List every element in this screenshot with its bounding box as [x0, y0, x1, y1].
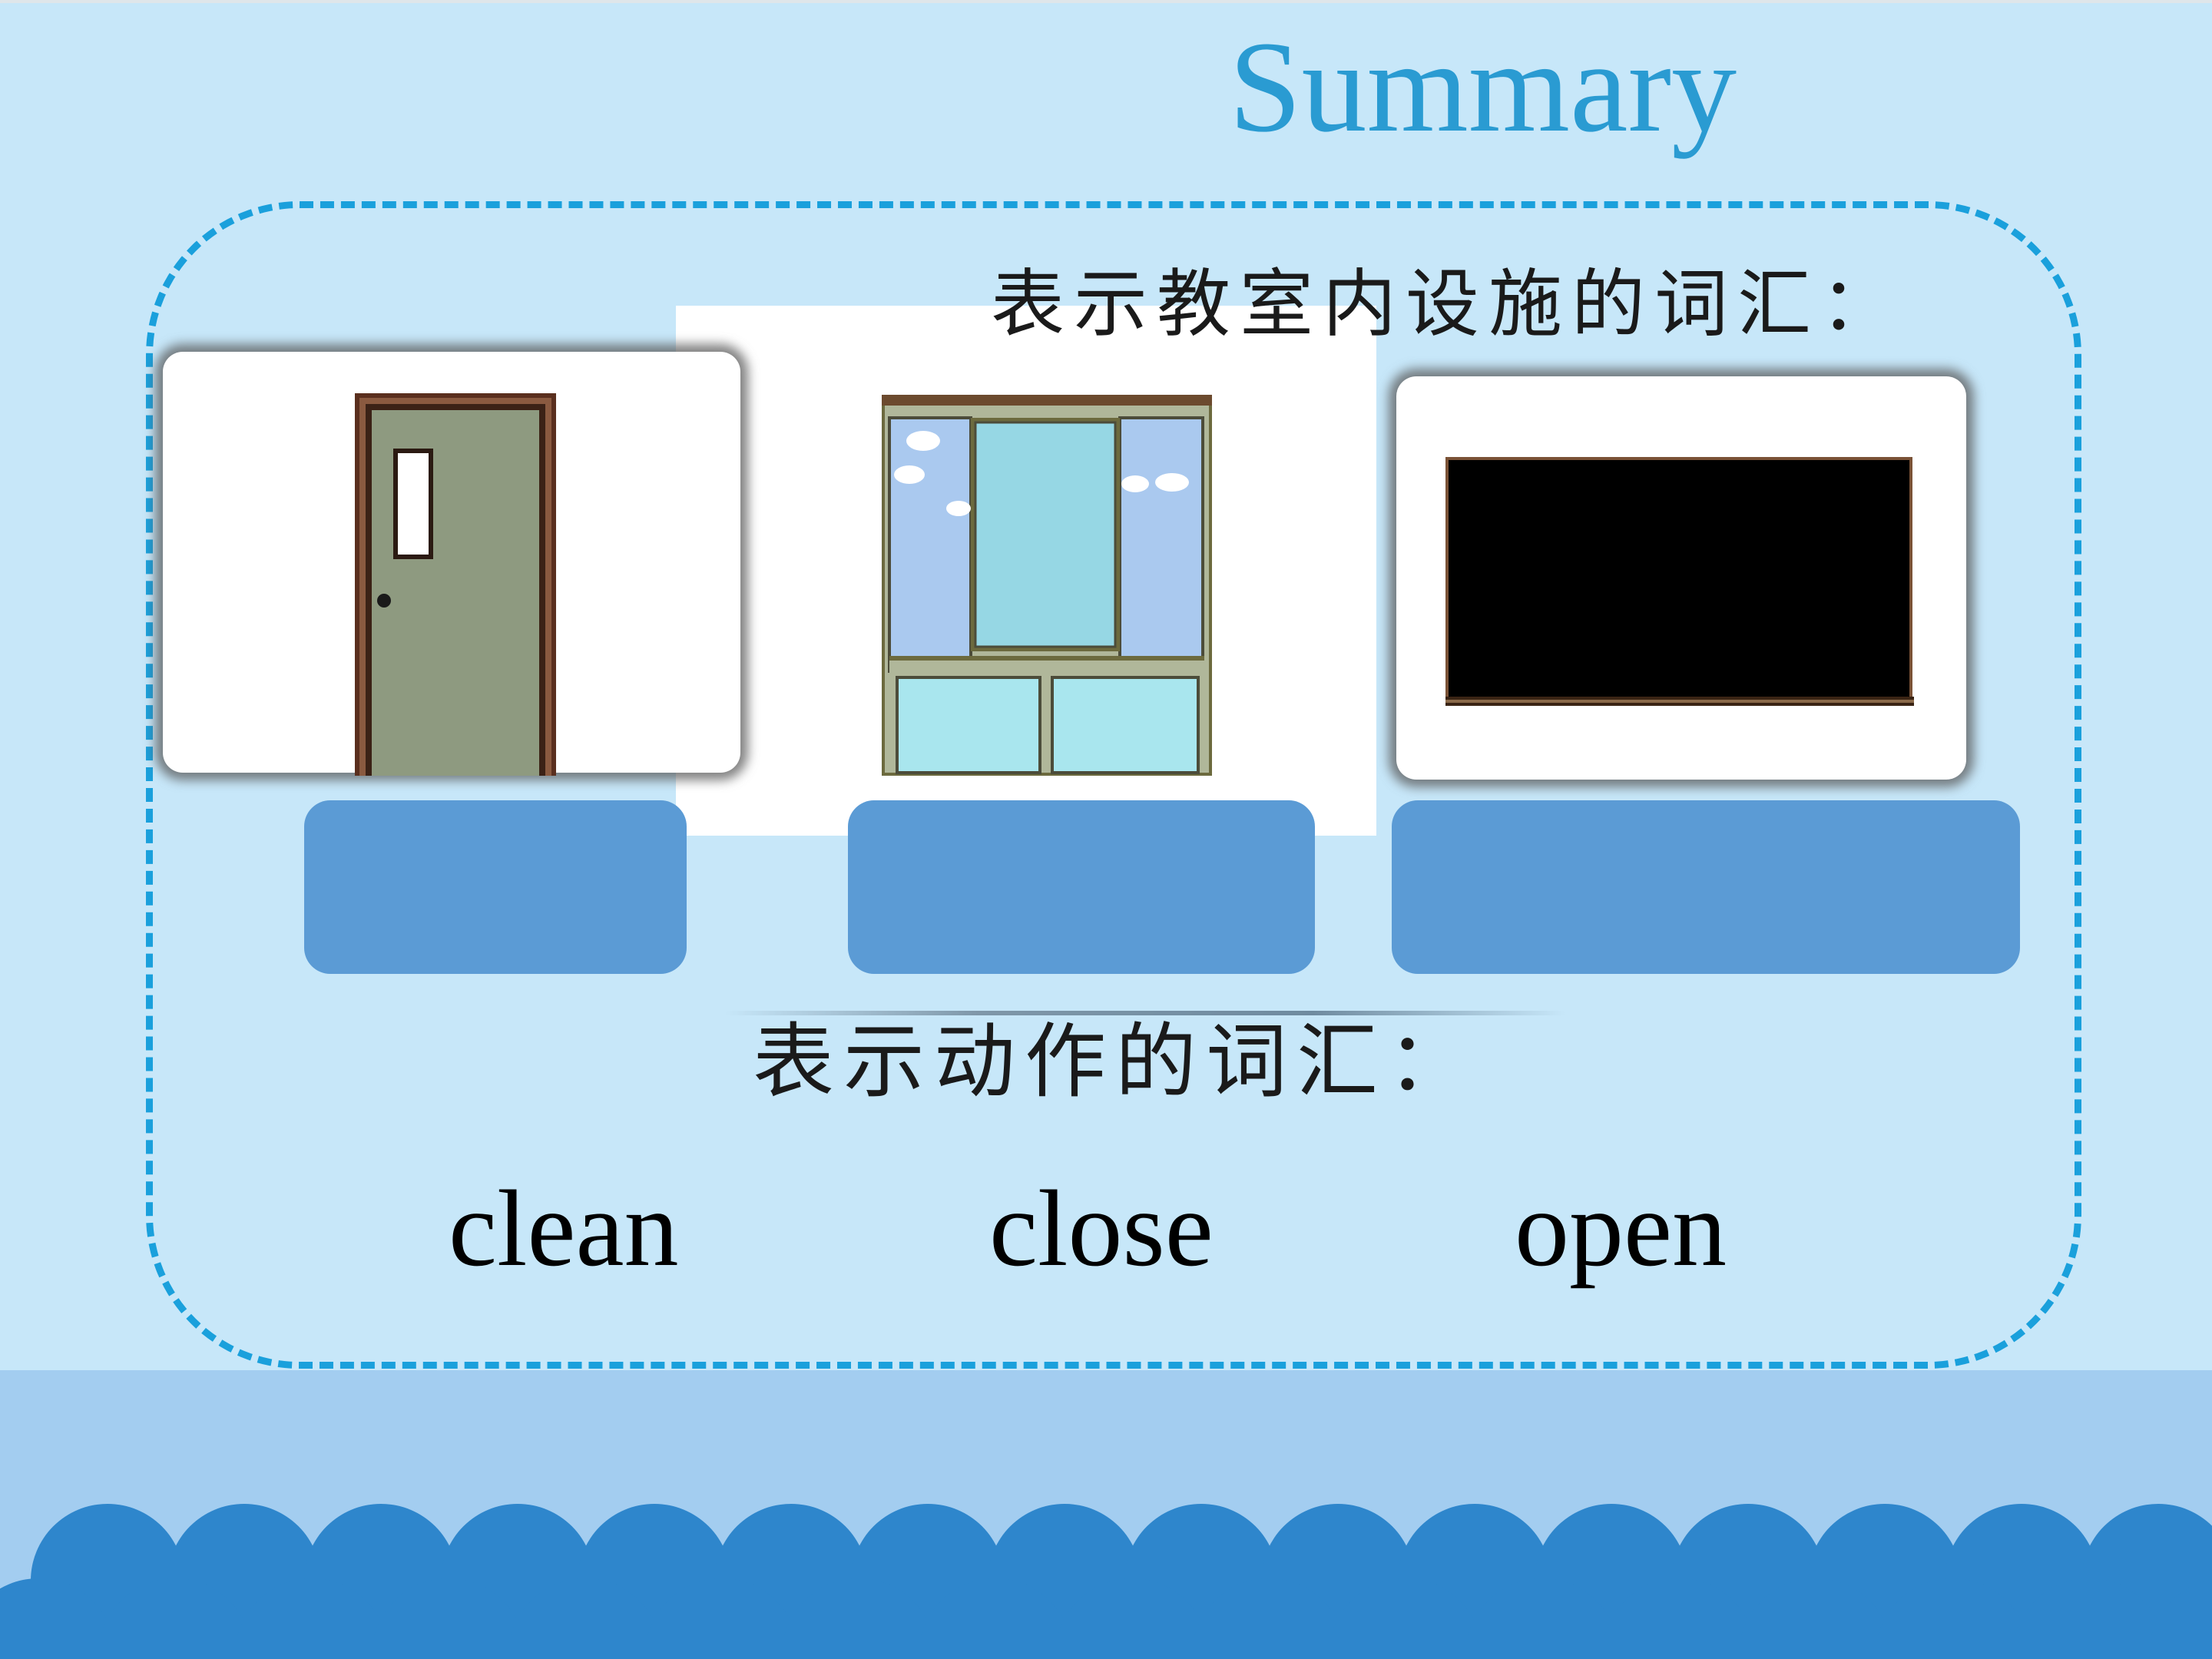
- facilities-heading: 表示教室内设施的词汇：: [991, 261, 1903, 347]
- top-edge-line: [0, 0, 2212, 3]
- scale-circle: [645, 1578, 799, 1659]
- answer-box-window: [848, 800, 1315, 974]
- slide-title: Summary: [1229, 15, 1737, 159]
- blackboard-icon: [1445, 457, 1914, 706]
- dashed-content-frame: [146, 201, 2081, 1369]
- scale-circle: [1602, 1578, 1756, 1659]
- scale-circle: [782, 1578, 935, 1659]
- answer-box-blackboard: [1392, 800, 2020, 974]
- scale-circle: [1876, 1578, 2029, 1659]
- scale-circle: [1739, 1578, 1892, 1659]
- door-icon: [355, 393, 556, 776]
- scale-circle: [98, 1578, 252, 1659]
- scale-circle: [1329, 1578, 1482, 1659]
- action-word-clean: clean: [449, 1167, 679, 1289]
- action-word-close: close: [989, 1167, 1214, 1289]
- scale-circle: [1055, 1578, 1209, 1659]
- scale-circle: [1465, 1578, 1619, 1659]
- section-divider: [725, 1011, 1565, 1015]
- scale-circle: [235, 1578, 389, 1659]
- action-word-open: open: [1515, 1167, 1727, 1289]
- scale-circle: [2012, 1578, 2166, 1659]
- scale-circle: [0, 1578, 115, 1659]
- wave-scales-decoration: [0, 1504, 2212, 1659]
- actions-heading: 表示动作的词汇：: [753, 1015, 1478, 1109]
- answer-box-door: [304, 800, 687, 974]
- window-icon: [882, 395, 1212, 776]
- scale-circle: [508, 1578, 662, 1659]
- scale-circle: [1192, 1578, 1346, 1659]
- scale-circle: [372, 1578, 525, 1659]
- scale-circle: [919, 1578, 1072, 1659]
- scale-circle: [2149, 1579, 2212, 1659]
